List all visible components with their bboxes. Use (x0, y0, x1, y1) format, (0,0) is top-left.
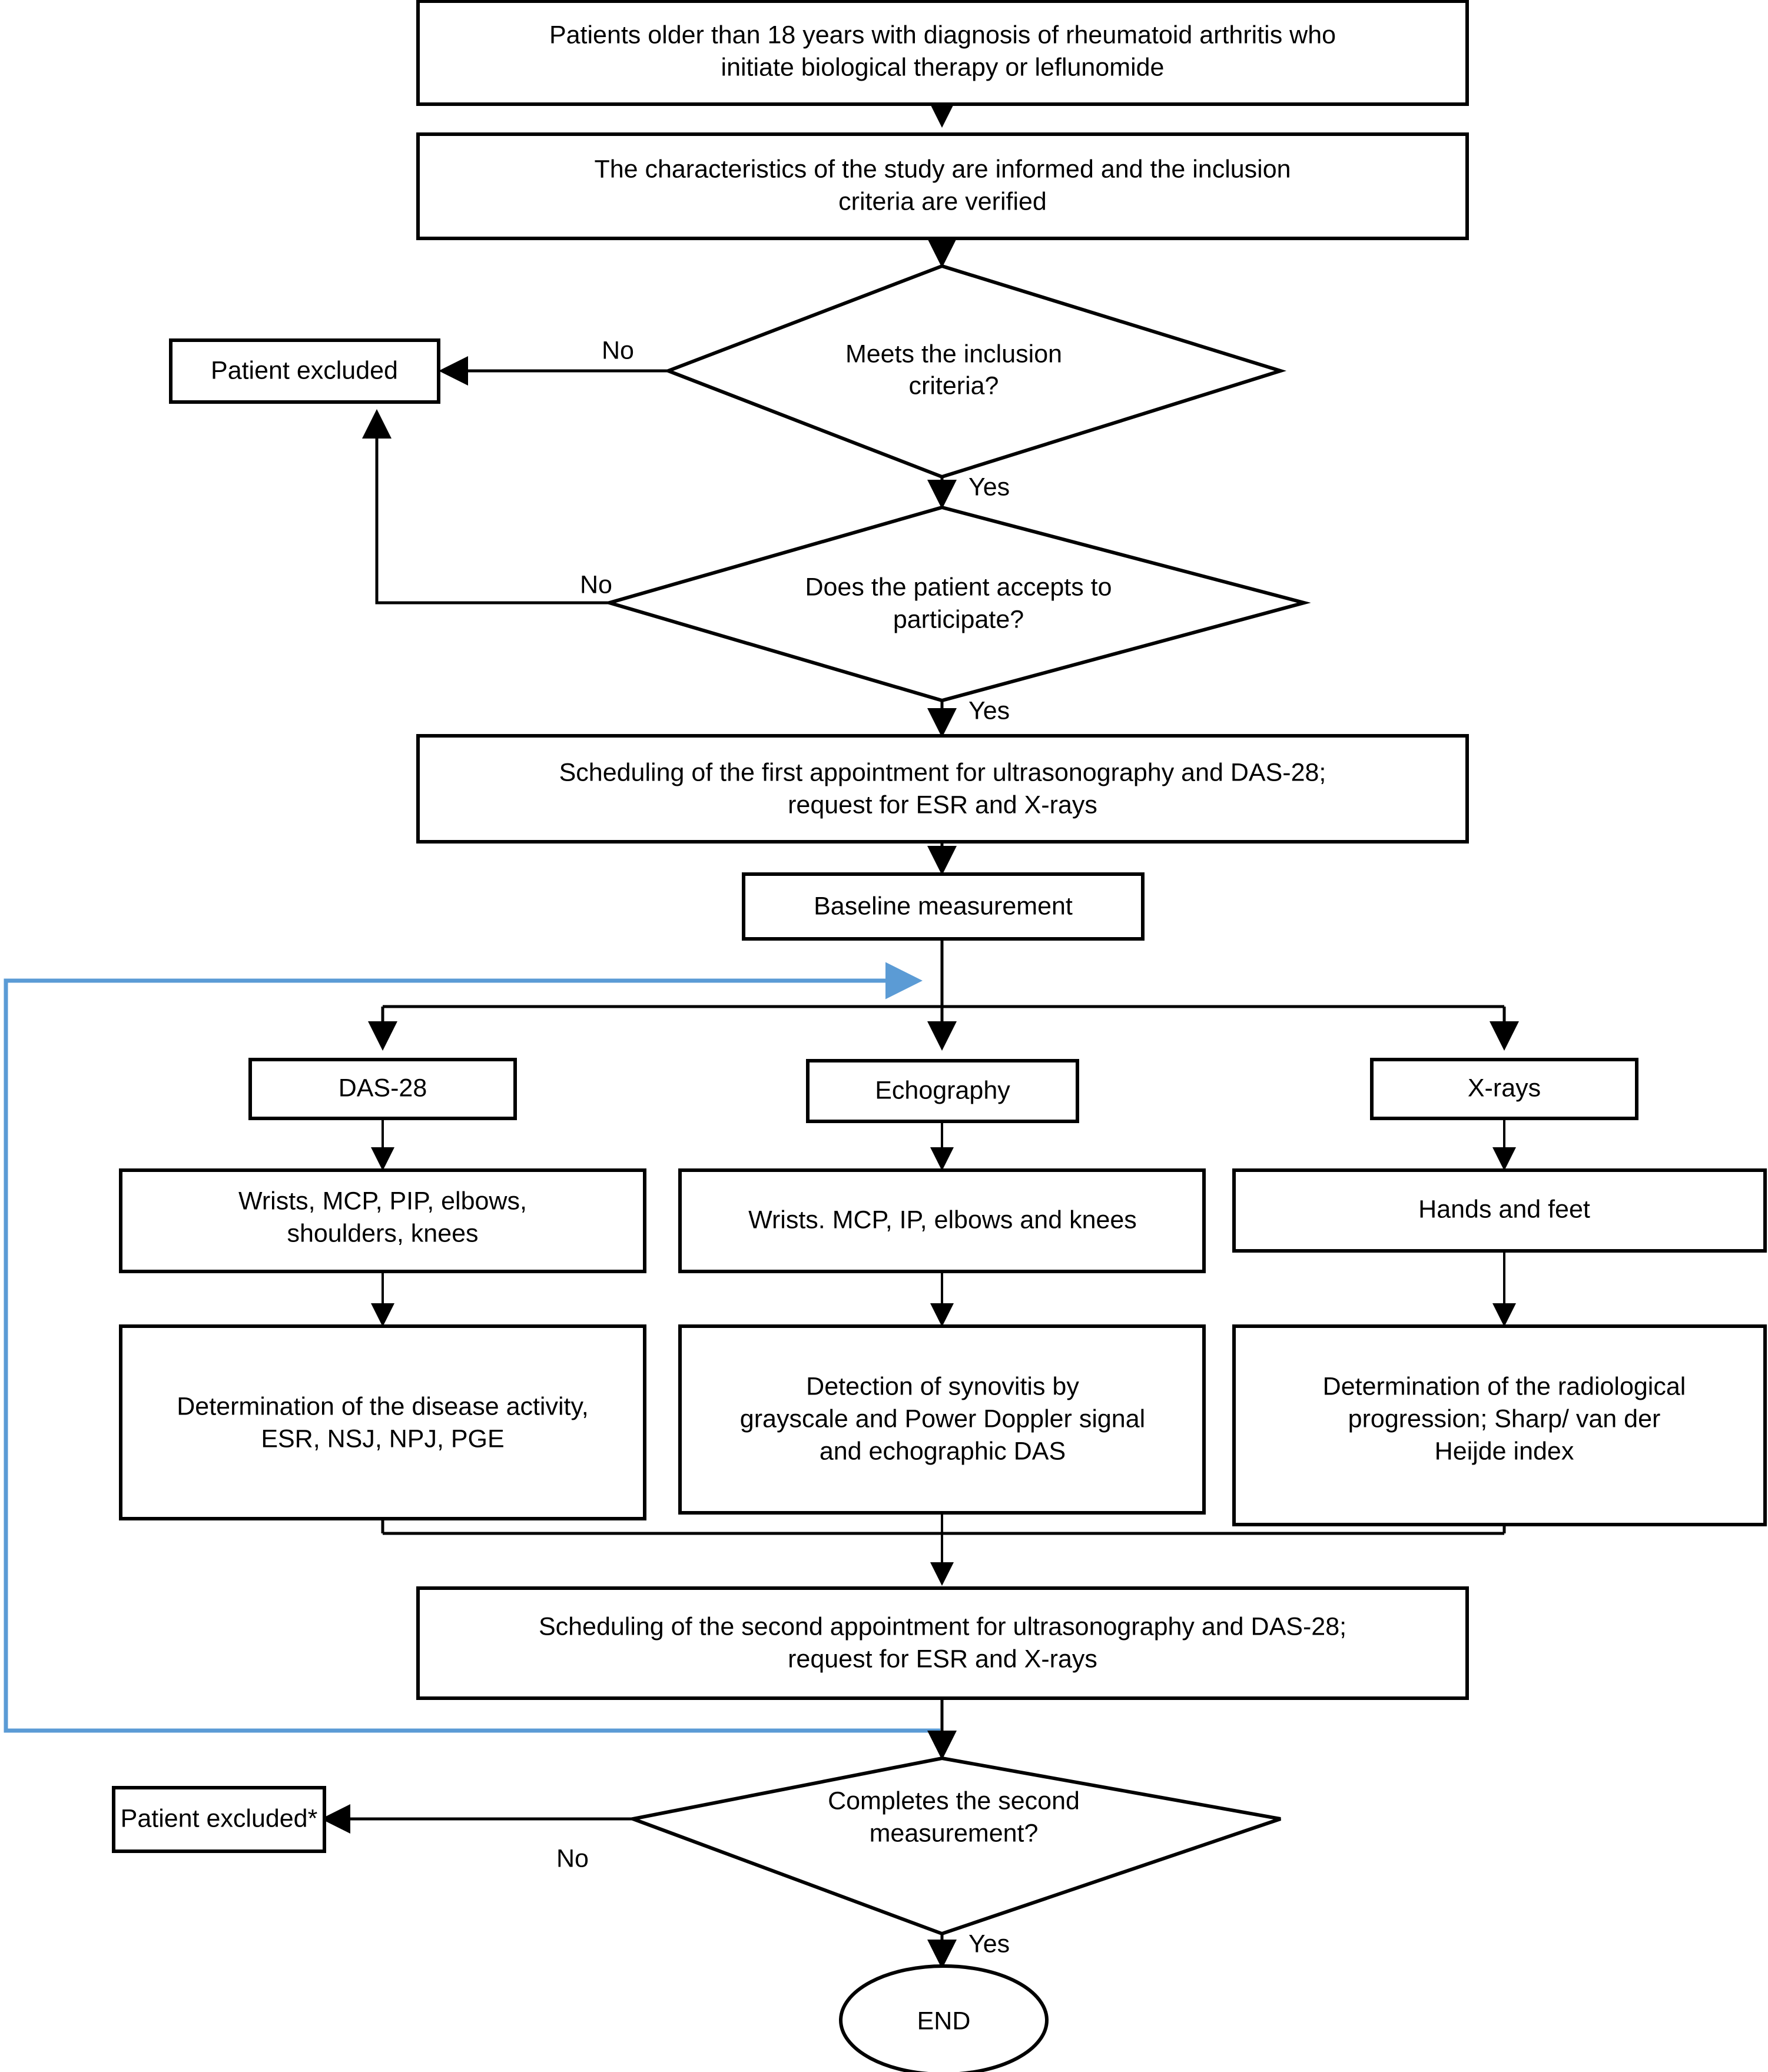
node-echo-outcome[interactable]: Detection of synovitis by grayscale and … (678, 1324, 1206, 1515)
node-xray-outcome-line1: Determination of the radiological (1323, 1372, 1686, 1400)
node-echo-outcome-line3: and echographic DAS (820, 1437, 1066, 1465)
edge-label-inclusion-yes: Yes (968, 473, 1010, 501)
node-das28-outcome-line2: ESR, NSJ, NPJ, PGE (261, 1424, 504, 1453)
node-baseline-label: Baseline measurement (814, 892, 1073, 920)
node-decision-accept-line2: participate? (893, 605, 1024, 633)
node-das28-joints[interactable]: Wrists, MCP, PIP, elbows, shoulders, kne… (119, 1168, 646, 1273)
node-excluded-2-label: Patient excluded* (121, 1804, 318, 1832)
node-das28-outcome-line1: Determination of the disease activity, (177, 1392, 589, 1420)
node-excluded-2[interactable]: Patient excluded* (112, 1786, 326, 1853)
node-decision-inclusion-line2: criteria? (909, 371, 999, 400)
node-baseline-measurement[interactable]: Baseline measurement (742, 872, 1145, 941)
node-inform-criteria-line2: criteria are verified (838, 187, 1047, 215)
node-xray-outcome-line3: Heijde index (1435, 1437, 1574, 1465)
node-schedule-second-line1: Scheduling of the second appointment for… (539, 1612, 1346, 1641)
node-end[interactable]: END (839, 1964, 1049, 2072)
node-schedule-first-line1: Scheduling of the first appointment for … (559, 758, 1326, 786)
node-decision-accept[interactable]: Does the patient accepts to participate? (603, 505, 1311, 703)
node-start-patients-line2: initiate biological therapy or leflunomi… (721, 53, 1165, 81)
branch-distribution-bar (368, 1005, 1519, 1051)
node-echo-outcome-line1: Detection of synovitis by (806, 1372, 1079, 1400)
node-das28-label: DAS-28 (339, 1074, 427, 1102)
edge-label-accept-no: No (580, 570, 612, 599)
node-echo-joints-label: Wrists. MCP, IP, elbows and knees (748, 1206, 1137, 1234)
edge-label-accept-yes: Yes (968, 696, 1010, 725)
node-decision-inclusion[interactable]: Meets the inclusion criteria? (663, 264, 1287, 479)
node-excluded-1[interactable]: Patient excluded (169, 338, 440, 404)
node-decision-second-line1: Completes the second (828, 1787, 1080, 1815)
edge-label-second-yes: Yes (968, 1930, 1010, 1958)
node-start-patients[interactable]: Patients older than 18 years with diagno… (416, 0, 1469, 106)
node-echo-joints[interactable]: Wrists. MCP, IP, elbows and knees (678, 1168, 1206, 1273)
node-echography-label: Echography (875, 1076, 1010, 1104)
node-das28-joints-line1: Wrists, MCP, PIP, elbows, (238, 1187, 527, 1215)
node-inform-criteria-line1: The characteristics of the study are inf… (594, 155, 1291, 183)
connector-accept-no-to-excluded1 (362, 409, 609, 605)
node-schedule-second[interactable]: Scheduling of the second appointment for… (416, 1586, 1469, 1700)
node-decision-inclusion-line1: Meets the inclusion (845, 340, 1062, 368)
node-echography[interactable]: Echography (806, 1059, 1079, 1123)
node-das28[interactable]: DAS-28 (248, 1058, 517, 1120)
node-decision-second[interactable]: Completes the second measurement? (626, 1756, 1281, 1936)
node-das28-joints-line2: shoulders, knees (287, 1219, 478, 1247)
node-das28-outcome[interactable]: Determination of the disease activity, E… (119, 1324, 646, 1520)
node-excluded-1-label: Patient excluded (211, 356, 398, 384)
node-end-label: END (917, 2007, 971, 2035)
feedback-loop-blue (4, 962, 940, 1733)
edge-label-inclusion-no: No (602, 336, 634, 364)
node-schedule-second-line2: request for ESR and X-rays (788, 1645, 1097, 1673)
node-xray-sites[interactable]: Hands and feet (1232, 1168, 1767, 1253)
node-echo-outcome-line2: grayscale and Power Doppler signal (740, 1404, 1145, 1433)
node-xray-outcome-line2: progression; Sharp/ van der (1348, 1404, 1661, 1433)
edge-label-second-no: No (556, 1844, 589, 1872)
node-start-patients-line1: Patients older than 18 years with diagno… (549, 21, 1336, 49)
node-xrays[interactable]: X-rays (1370, 1058, 1638, 1120)
node-schedule-first[interactable]: Scheduling of the first appointment for … (416, 734, 1469, 844)
branch-merge-bar (381, 1513, 1506, 1586)
node-xray-sites-label: Hands and feet (1418, 1195, 1590, 1223)
node-xray-outcome[interactable]: Determination of the radiological progre… (1232, 1324, 1767, 1526)
node-xrays-label: X-rays (1468, 1074, 1541, 1102)
node-decision-second-line2: measurement? (870, 1819, 1039, 1847)
node-schedule-first-line2: request for ESR and X-rays (788, 791, 1097, 819)
node-inform-criteria[interactable]: The characteristics of the study are inf… (416, 132, 1469, 240)
node-decision-accept-line1: Does the patient accepts to (805, 573, 1112, 601)
